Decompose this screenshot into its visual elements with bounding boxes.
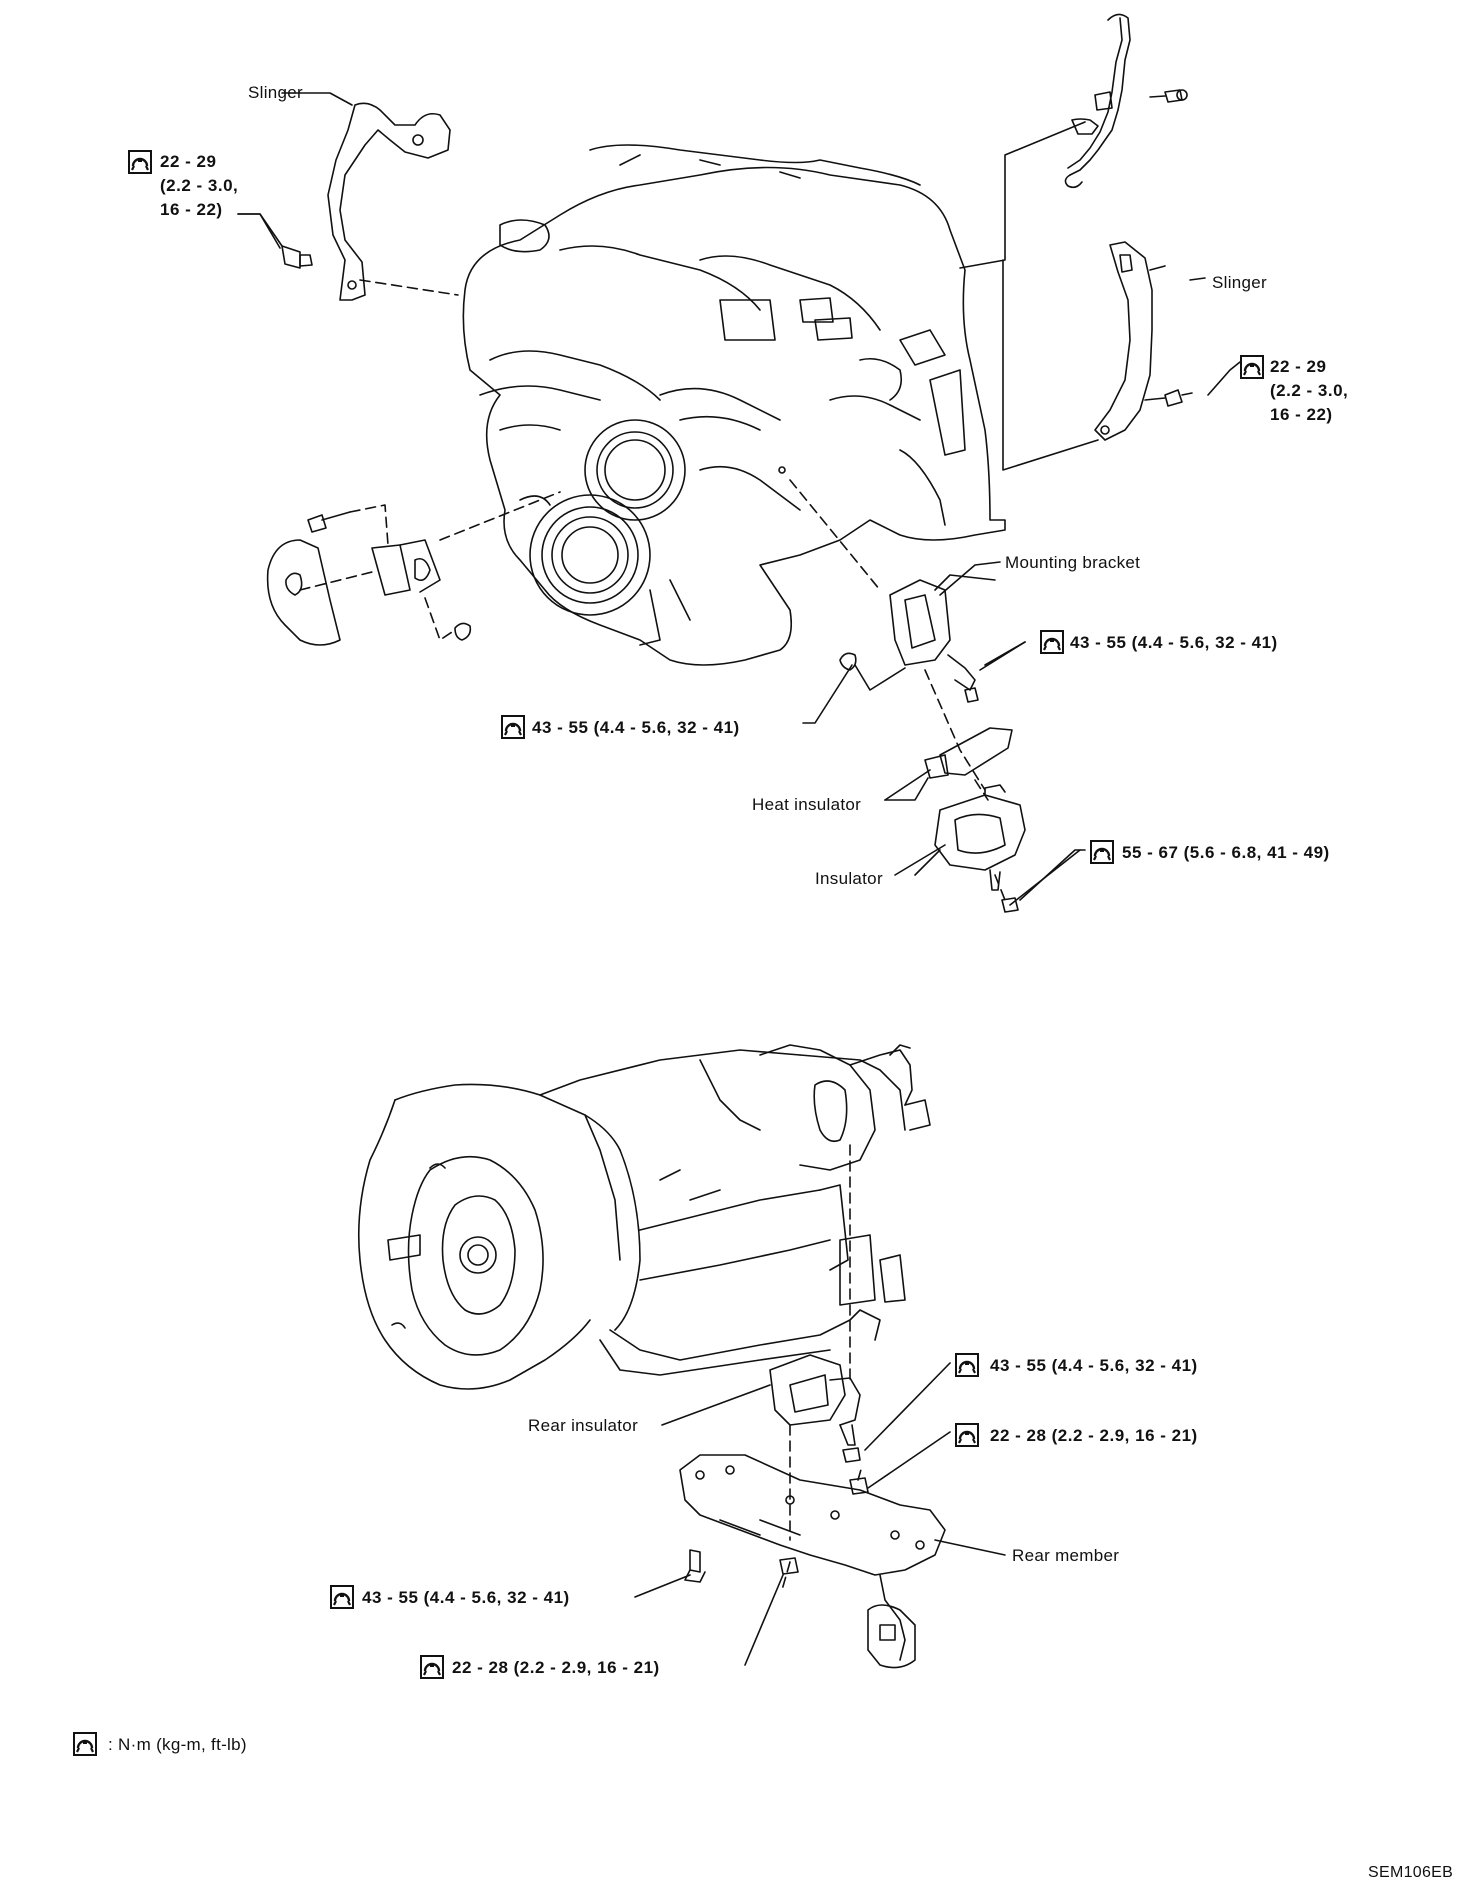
leader-rear-bolt-upper (864, 1362, 951, 1451)
label-slinger-left: Slinger (248, 83, 304, 102)
hose-assembly (1064, 13, 1188, 189)
torque-mounting-bolt: 43 - 55 (4.4 - 5.6, 32 - 41) (1070, 633, 1278, 652)
torque-slinger-right: 22 - 29 (2.2 - 3.0, 16 - 22) (1270, 355, 1348, 427)
label-heat-insulator: Heat insulator (752, 795, 862, 814)
torque-wrench-icon (73, 1732, 97, 1756)
torque-wrench-icon (1090, 840, 1114, 864)
torque-rear-bolt-lower: 43 - 55 (4.4 - 5.6, 32 - 41) (362, 1588, 570, 1607)
leader-rear-nut-lower (744, 1574, 784, 1666)
torque-rear-bolt-upper: 43 - 55 (4.4 - 5.6, 32 - 41) (990, 1356, 1198, 1375)
torque-slinger-right-line1: 22 - 29 (1270, 357, 1327, 376)
left-engine-mount (266, 511, 472, 646)
rear-member-leaders (781, 1424, 863, 1591)
rear-insulator-part (769, 1354, 861, 1463)
leader-rear-nut-upper (867, 1431, 951, 1489)
leader-rear-member (934, 1539, 1006, 1556)
right-slinger (1002, 241, 1241, 471)
torque-wrench-icon (128, 150, 152, 174)
bracket-leader-line (789, 479, 986, 791)
torque-wrench-icon (501, 715, 525, 739)
rear-member-part (679, 1454, 946, 1669)
label-slinger-right: Slinger (1212, 273, 1268, 292)
label-mounting-bracket: Mounting bracket (1005, 553, 1141, 572)
leader-mounting-bracket (939, 561, 1001, 596)
torque-wrench-icon (1240, 355, 1264, 379)
torque-slinger-left-line2: (2.2 - 3.0, (160, 176, 239, 195)
left-slinger-leader (359, 279, 459, 296)
torque-slinger-right-line2: (2.2 - 3.0, (1270, 381, 1349, 400)
torque-wrench-icon (420, 1655, 444, 1679)
legend-units: : N·m (kg-m, ft-lb) (108, 1735, 247, 1754)
leader-mounting-bolt (984, 641, 1026, 666)
torque-insulator-nut: 55 - 67 (5.6 - 6.8, 41 - 49) (1122, 843, 1330, 862)
left-mount-leader (299, 491, 561, 641)
label-rear-member: Rear member (1012, 1546, 1120, 1565)
leader-insulator-nut (1009, 849, 1081, 906)
torque-slinger-right-line3: 16 - 22) (1270, 405, 1333, 424)
torque-rear-nut-lower: 22 - 28 (2.2 - 2.9, 16 - 21) (452, 1658, 660, 1677)
torque-mounting-nut: 43 - 55 (4.4 - 5.6, 32 - 41) (532, 718, 740, 737)
label-rear-insulator: Rear insulator (528, 1416, 639, 1435)
label-insulator: Insulator (815, 869, 883, 888)
torque-slinger-left: 22 - 29 (2.2 - 3.0, 16 - 22) (160, 150, 238, 222)
leader-insulator (894, 844, 946, 876)
engine-block (462, 144, 1006, 666)
mounting-bracket-part (839, 574, 1026, 703)
torque-wrench-icon (330, 1585, 354, 1609)
insulator-stud-leader (974, 779, 1006, 901)
transmission-assembly (357, 1044, 931, 1390)
torque-slinger-left-line3: 16 - 22) (160, 200, 223, 219)
leader-heat-insulator (884, 769, 931, 801)
torque-slinger-left-line1: 22 - 29 (160, 152, 217, 171)
torque-wrench-icon (1040, 630, 1064, 654)
torque-wrench-icon (955, 1353, 979, 1377)
leader-rear-insulator (661, 1384, 771, 1426)
leader-slinger-left-torque (237, 213, 283, 247)
left-slinger (237, 92, 451, 301)
heat-insulator-part (884, 727, 1013, 801)
leader-mounting-nut (802, 664, 853, 724)
torque-rear-nut-upper: 22 - 28 (2.2 - 2.9, 16 - 21) (990, 1426, 1198, 1445)
hose-leader-line (959, 121, 1086, 269)
torque-wrench-icon (955, 1423, 979, 1447)
leader-rear-bolt-lower (634, 1574, 691, 1598)
figure-code: SEM106EB (1368, 1864, 1454, 1881)
